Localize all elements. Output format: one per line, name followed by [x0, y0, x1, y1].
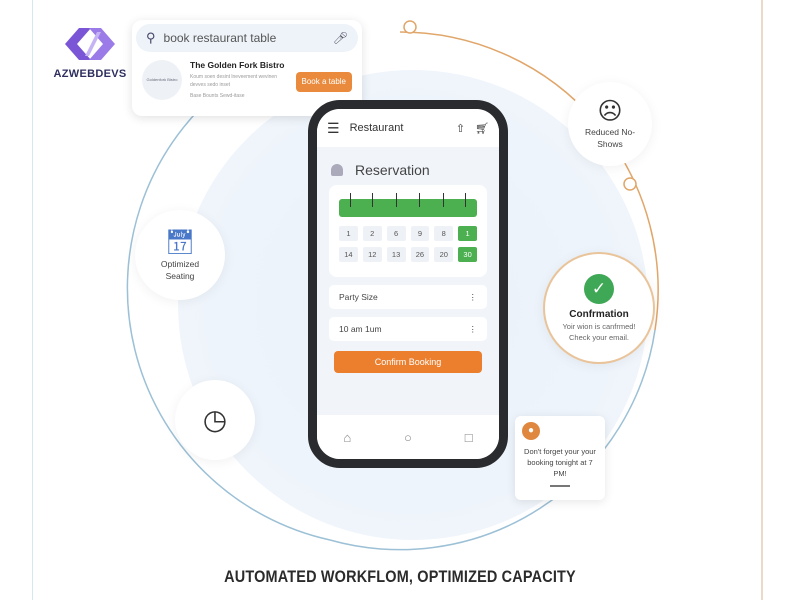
bell-icon: ●	[522, 422, 540, 440]
confirmation-title: Confrmation	[569, 308, 629, 320]
search-query: book restaurant table	[163, 30, 277, 45]
more-vertical-icon: ⋮	[468, 291, 478, 302]
square-nav-icon[interactable]: □	[464, 429, 473, 445]
restaurant-meta: Base Bounts Sewd-itase	[190, 93, 245, 99]
ring-node	[403, 20, 417, 34]
app-title: Restaurant	[349, 122, 404, 134]
handle-bar	[550, 485, 570, 487]
brand-logo: AZWEBDEVS	[50, 28, 130, 81]
restaurant-logo: Goldenfork Bistro	[142, 60, 182, 100]
calendar-day[interactable]: 8	[434, 226, 454, 241]
cart-icon[interactable]: 🛒︎	[475, 122, 489, 135]
feature-time-saving: ◷	[175, 380, 255, 460]
time-value: 10 am 1um	[339, 324, 382, 334]
reminder-text: Don't forget your your booking tonight a…	[524, 447, 596, 478]
app-header: ☰ Restaurant ⇧ 🛒︎	[317, 109, 499, 147]
calendar-day[interactable]: 12	[362, 247, 382, 262]
calendar-header-bar	[339, 193, 477, 217]
calendar-day[interactable]: 13	[386, 247, 406, 262]
left-border-line	[32, 0, 33, 600]
party-size-select[interactable]: Party Size ⋮	[329, 285, 487, 309]
restaurant-listing[interactable]: Goldenfork Bistro The Golden Fork Bistro…	[142, 60, 352, 100]
feature-optimized-seating: 📅︎ Optimized Seating	[135, 210, 225, 300]
calendar-day[interactable]: 9	[410, 226, 430, 241]
ring-node	[623, 177, 637, 191]
search-icon: ⚲	[146, 30, 156, 45]
search-input[interactable]: ⚲ book restaurant table 🎤︎	[136, 24, 358, 52]
section-title: Reservation	[355, 162, 430, 178]
lock-icon	[331, 164, 343, 176]
calendar-day[interactable]: 1	[339, 226, 358, 241]
logo-mark-icon	[65, 28, 115, 60]
confirm-booking-button[interactable]: Confirm Booking	[334, 351, 482, 373]
search-result-card: ⚲ book restaurant table 🎤︎ Goldenfork Bi…	[132, 20, 362, 116]
microphone-icon[interactable]: 🎤︎	[332, 31, 348, 45]
bottom-nav: ⌂ ○ □	[317, 415, 499, 459]
footer-title: AUTOMATED WORKFLOM, OPTIMIZED CAPACITY	[224, 567, 576, 586]
restaurant-name: The Golden Fork Bistro	[190, 60, 285, 70]
calendar-day[interactable]: 20	[434, 247, 454, 262]
share-icon[interactable]: ⇧	[455, 122, 466, 135]
reminder-notification: ● Don't forget your your booking tonight…	[515, 416, 605, 500]
feature-label: Optimized Seating	[160, 259, 200, 281]
calendar-check-icon: 📅︎	[164, 229, 196, 256]
confirmation-text: Yoir wion is canfrmed! Check your email.	[562, 321, 636, 342]
confirmation-badge: ✓ Confrmation Yoir wion is canfrmed! Che…	[543, 252, 655, 364]
calendar-day[interactable]: 2	[362, 226, 382, 241]
brand-name: AZWEBDEVS	[53, 68, 127, 80]
bag-clock-icon: ◷	[202, 404, 228, 435]
calendar-day[interactable]: 30	[458, 247, 477, 262]
restaurant-description: Koum soen desint lneveement wevinen devv…	[190, 74, 277, 88]
right-border-line	[761, 0, 763, 600]
more-vertical-icon: ⋮	[468, 323, 478, 334]
calendar-day[interactable]: 1	[458, 226, 477, 241]
feature-reduced-no-shows: ☹ Reduced No-Shows	[568, 82, 652, 166]
party-size-label: Party Size	[339, 292, 378, 302]
feature-label: Reduced No-Shows	[584, 127, 636, 149]
calendar-day[interactable]: 6	[386, 226, 406, 241]
check-icon: ✓	[584, 273, 614, 304]
no-sad-face-icon: ☹	[597, 98, 623, 125]
calendar-day[interactable]: 26	[410, 247, 430, 262]
calendar-day[interactable]: 14	[339, 247, 358, 262]
circle-nav-icon[interactable]: ○	[404, 429, 412, 445]
hamburger-menu-icon[interactable]: ☰	[327, 119, 340, 136]
home-icon[interactable]: ⌂	[343, 429, 352, 445]
time-select[interactable]: 10 am 1um ⋮	[329, 317, 487, 341]
book-table-button[interactable]: Book a table	[295, 72, 352, 92]
